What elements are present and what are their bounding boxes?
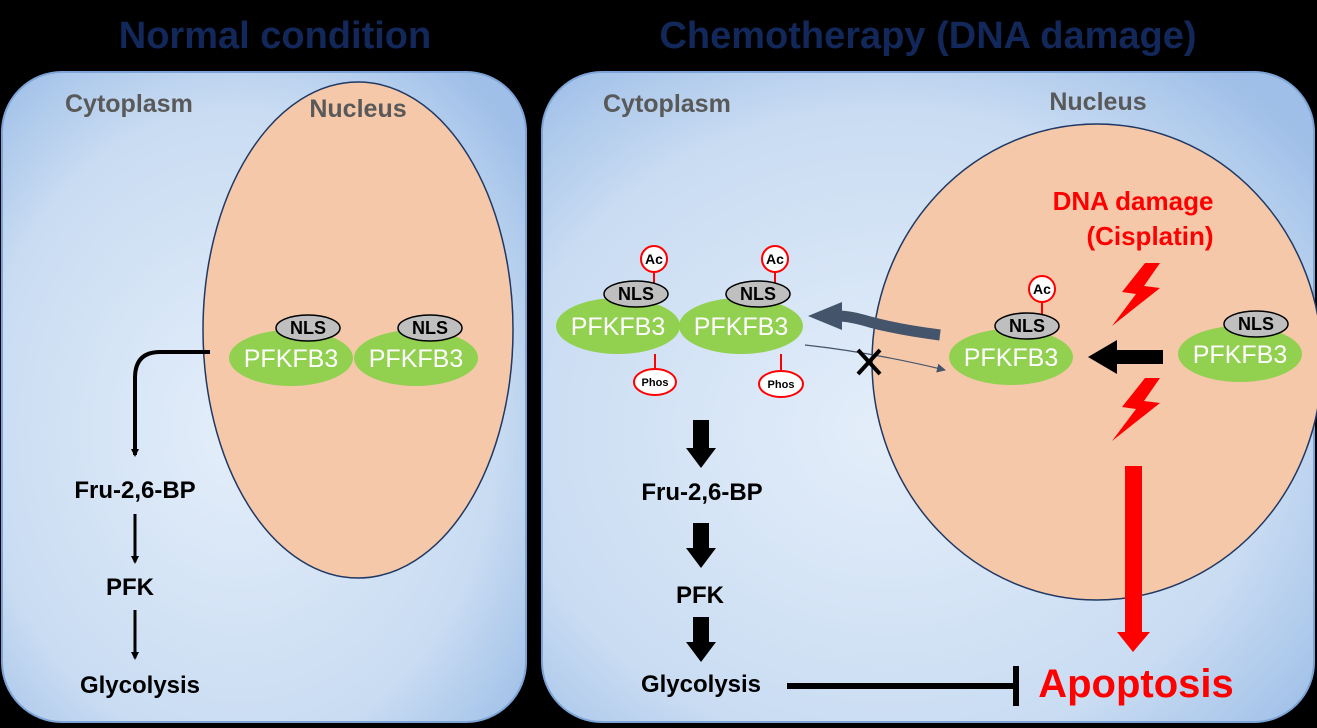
phospho-tag-2 [758, 370, 804, 398]
ac-label-3: Ac [1033, 281, 1051, 297]
nls-tag-1 [275, 314, 341, 342]
pfkfb3-chemo-2 [679, 298, 803, 354]
nls-tag-2 [397, 314, 463, 342]
pfkfb3-label-nuclear-2: PFKFB3 [1193, 341, 1287, 369]
pfkfb3-nuclear-acetylated [949, 329, 1073, 385]
curved-arrow-to-fru [131, 350, 210, 457]
pfk-label-chemo: PFK [676, 582, 725, 609]
glycolysis-label-chemo: Glycolysis [641, 671, 761, 698]
lightning-bolt-icon [1112, 263, 1160, 326]
apoptosis-arrowhead [1117, 632, 1150, 652]
chemo-cell: Cytoplasm Nucleus DNA damage (Cisplatin)… [541, 71, 1317, 723]
thick-arrow-to-pfk [686, 523, 716, 568]
nuclear-export-arrow [837, 310, 941, 341]
nls-label-chemo-1: NLS [618, 284, 654, 304]
apoptosis-label: Apoptosis [1038, 662, 1234, 706]
pfkfb3-label-nuclear-1: PFKFB3 [964, 344, 1058, 372]
nls-label-chemo-2: NLS [740, 284, 776, 304]
cisplatin-label: (Cisplatin) [1086, 221, 1213, 251]
phos-label-1: Phos [642, 377, 669, 389]
phos-label-2: Phos [768, 379, 795, 391]
acetyl-tag-2 [761, 245, 789, 273]
fru-label-chemo: Fru-2,6-BP [641, 479, 762, 506]
pfkfb3-chemo-1 [556, 298, 680, 354]
pfkfb3-enzyme-1 [229, 330, 353, 386]
ac-label-1: Ac [645, 251, 663, 267]
cytoplasm-label-normal: Cytoplasm [65, 90, 193, 118]
blocked-cross-icon [856, 348, 882, 376]
nls-label-nuclear-1: NLS [1009, 316, 1045, 336]
nls-tag-nuclear-2 [1223, 310, 1289, 338]
nuclear-export-arrowhead [808, 302, 842, 330]
nucleus-label-normal: Nucleus [309, 95, 406, 123]
acetylation-arrow-shaft [1115, 350, 1163, 364]
nls-label-2: NLS [412, 318, 448, 338]
pfkfb3-label-chemo-2: PFKFB3 [694, 313, 788, 341]
nls-label-nuclear-2: NLS [1238, 314, 1274, 334]
apoptosis-arrow-shaft [1125, 466, 1142, 634]
pfkfb3-nuclear-unmodified [1178, 326, 1302, 382]
title-chemotherapy: Chemotherapy (DNA damage) [659, 15, 1196, 57]
phospho-tag-1 [633, 368, 677, 396]
acetylation-arrowhead [1088, 340, 1117, 374]
normal-cell: Cytoplasm Nucleus NLS NLS PFKFB3 PFKFB3 … [1, 71, 527, 723]
pfkfb3-label-2: PFKFB3 [369, 345, 463, 373]
nuclear-import-arrow [804, 344, 946, 373]
thick-arrow-to-fru [686, 420, 716, 468]
fru-label-normal: Fru-2,6-BP [74, 477, 195, 504]
ac-label-2: Ac [766, 251, 784, 267]
pfkfb3-label-1: PFKFB3 [244, 345, 338, 373]
nls-tag-nuclear-1 [994, 312, 1060, 340]
nucleus-normal [202, 81, 514, 579]
glycolysis-label-normal: Glycolysis [80, 672, 200, 699]
pfkfb3-label-chemo-1: PFKFB3 [571, 313, 665, 341]
nls-tag-chemo-2 [725, 280, 791, 308]
acetyl-tag-3 [1028, 275, 1056, 303]
pfkfb3-enzyme-2 [354, 330, 478, 386]
nls-tag-chemo-1 [603, 280, 669, 308]
acetyl-tag-1 [640, 245, 668, 273]
nucleus-label-chemo: Nucleus [1049, 88, 1146, 116]
dna-damage-label: DNA damage [1053, 186, 1214, 216]
nls-label-1: NLS [290, 318, 326, 338]
pfk-label-normal: PFK [106, 574, 155, 601]
thick-arrow-to-glycolysis [686, 617, 716, 662]
cytoplasm-label-chemo: Cytoplasm [603, 90, 731, 118]
title-normal-condition: Normal condition [119, 15, 431, 57]
lightning-bolt-icon [1112, 378, 1160, 441]
nucleus-chemo [871, 123, 1317, 601]
